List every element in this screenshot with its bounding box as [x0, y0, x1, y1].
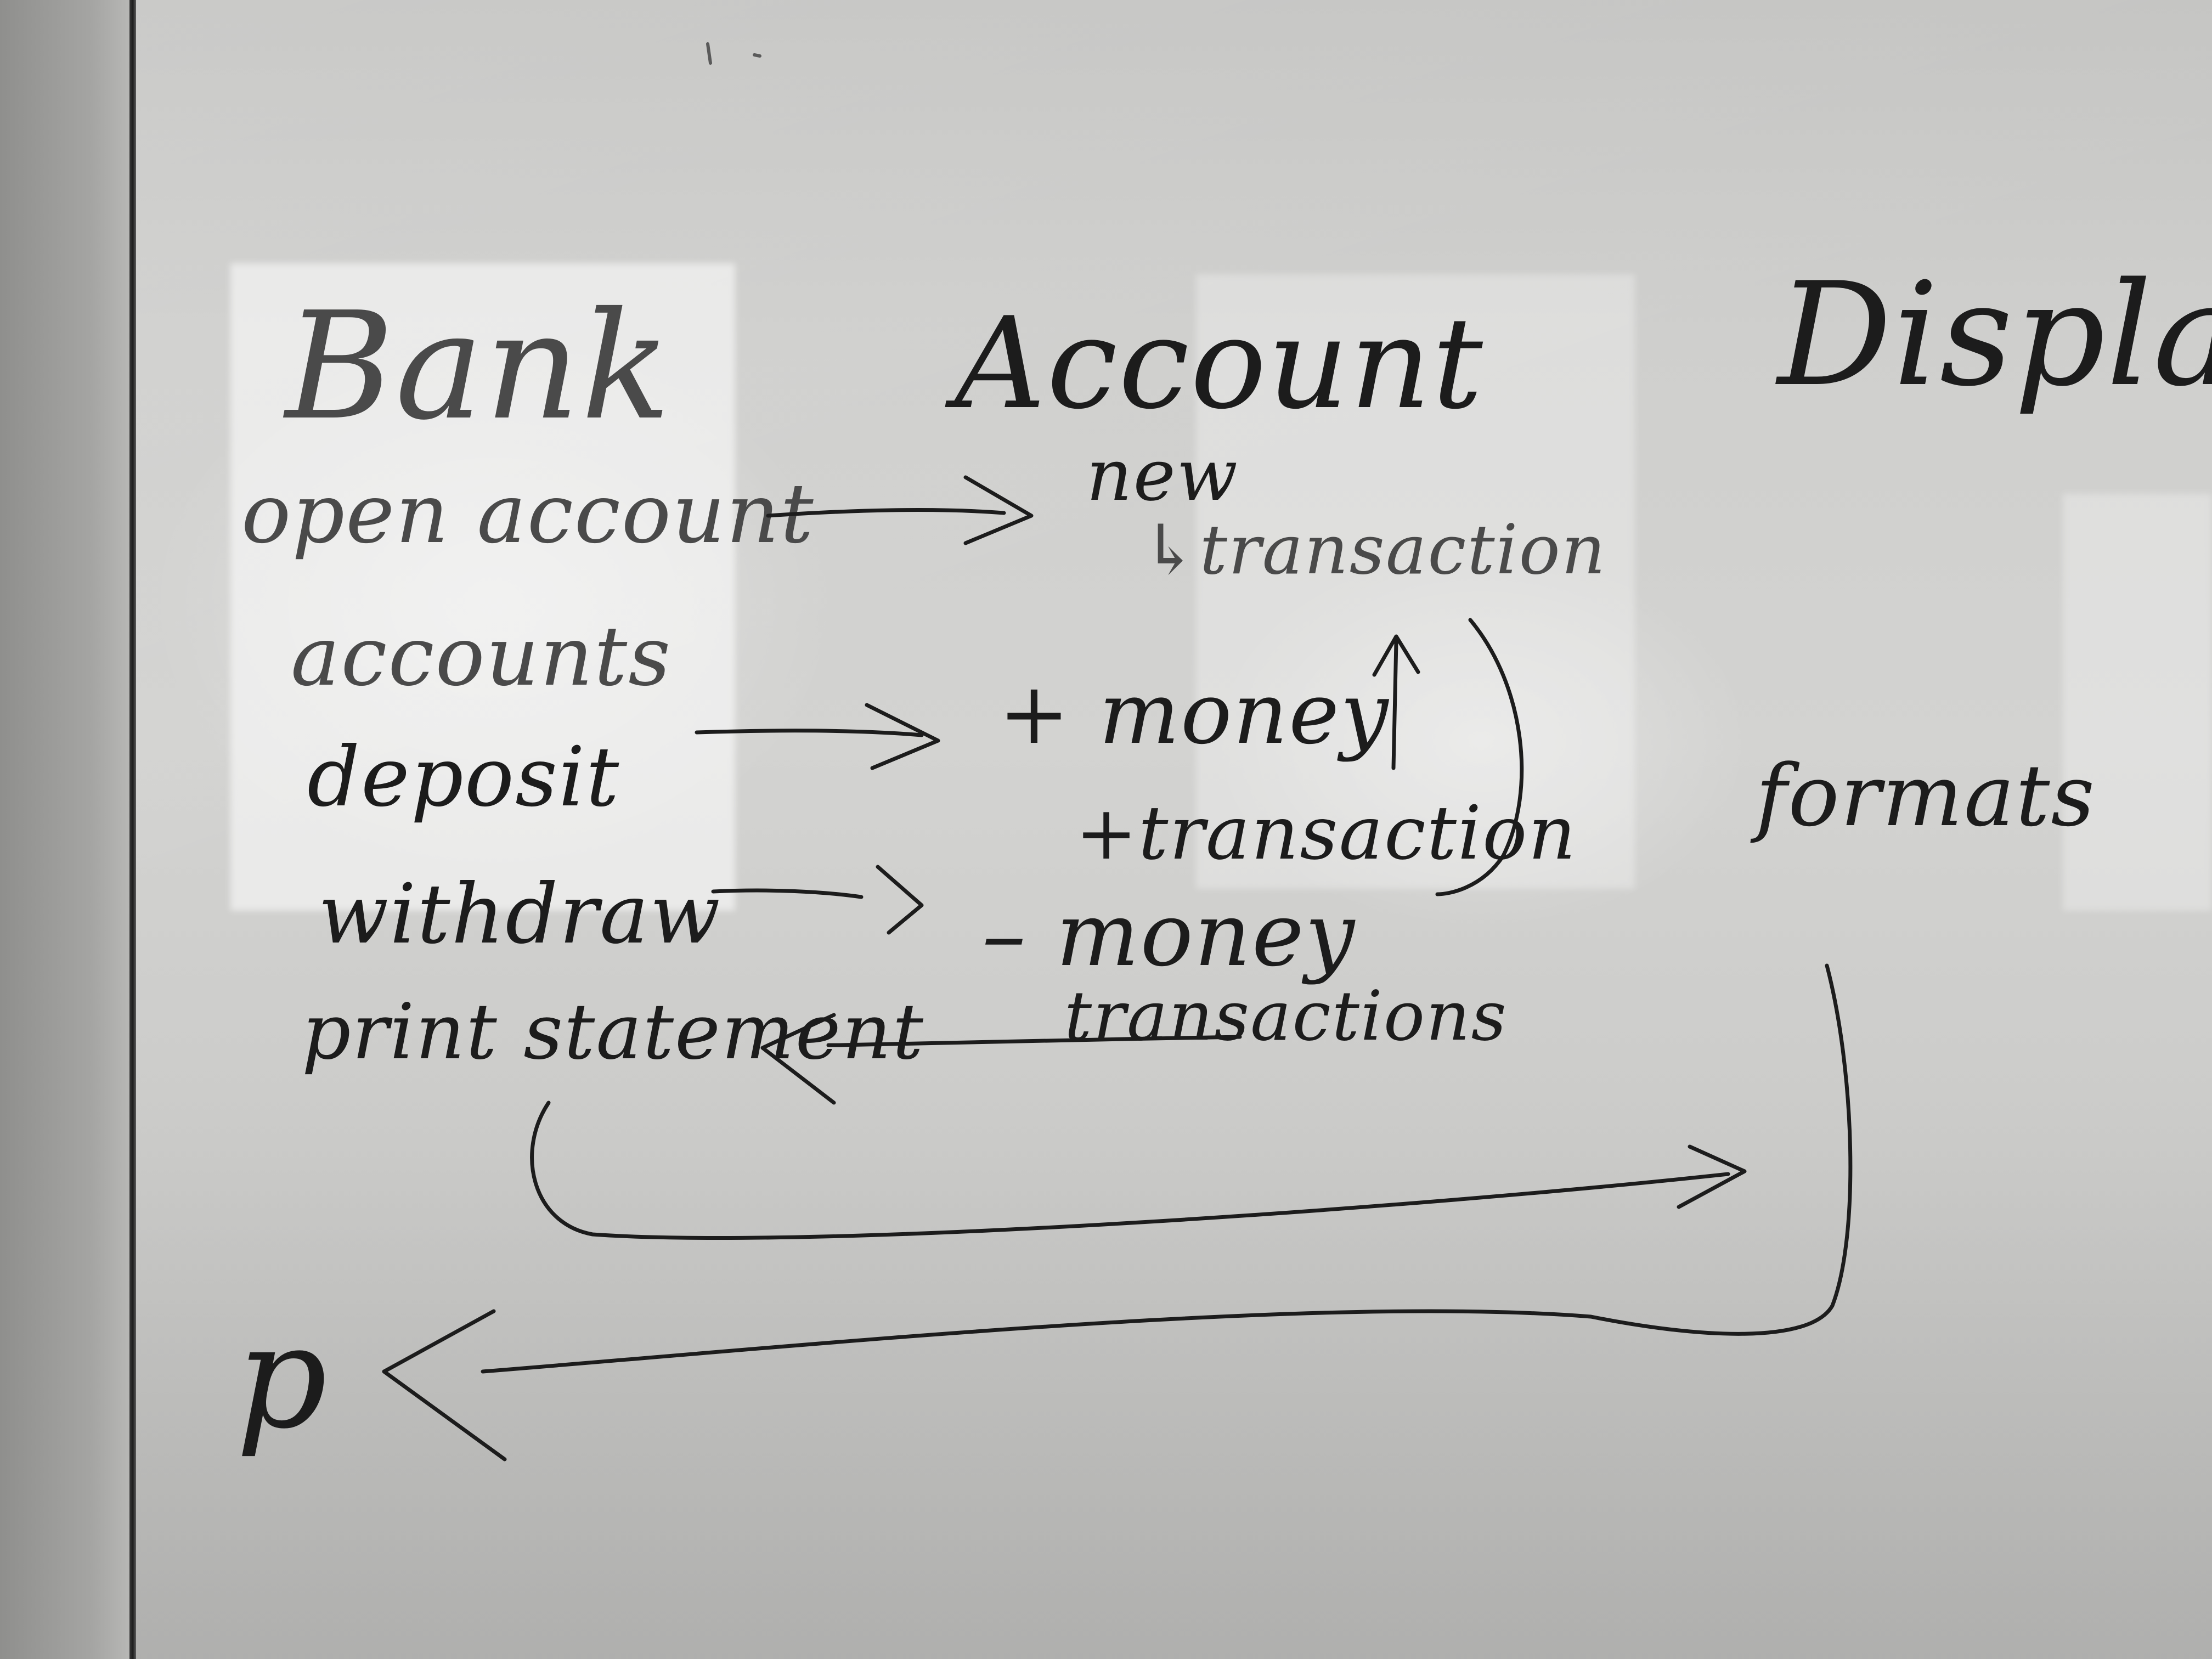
bracket-transaction	[1435, 618, 1524, 896]
bottom-left-p: p	[236, 1295, 329, 1460]
account-new: new	[1086, 433, 1239, 517]
account-plus-transaction: +transaction	[1075, 790, 1577, 876]
heading-account: Account	[955, 291, 1484, 437]
bank-withdraw: withdraw	[318, 867, 721, 962]
account-transactions: transactions	[1064, 977, 1508, 1056]
arrow-display-to-p	[382, 963, 1853, 1462]
top-marks	[706, 42, 761, 65]
account-new-transaction: ↳transaction	[1141, 510, 1607, 590]
display-formats: formats	[1756, 746, 2096, 845]
bank-deposit: deposit	[307, 730, 620, 825]
arrow-deposit-to-money	[695, 703, 940, 770]
window-reflection-center	[1196, 274, 1635, 889]
wall-left	[0, 0, 132, 1659]
arrow-transactions-to-statement	[760, 1013, 1242, 1105]
arrow-open-account-to-new	[766, 475, 1034, 545]
whiteboard-frame-edge	[129, 0, 136, 1659]
account-minus-money: – money	[982, 883, 1356, 986]
account-plus-money: + money	[998, 664, 1390, 763]
bank-print-statement: print statement	[302, 988, 924, 1077]
window-reflection-right	[2063, 494, 2212, 911]
arrow-statement-to-display	[530, 1101, 1747, 1240]
arrow-withdraw-to-money	[711, 865, 924, 935]
bank-open-account: open account	[241, 466, 815, 562]
heading-bank: Bank	[285, 280, 672, 453]
window-reflection-left	[230, 263, 735, 911]
bank-accounts: accounts	[291, 609, 672, 704]
arrow-up-to-transaction	[1372, 634, 1420, 770]
heading-display: Display	[1778, 252, 2212, 418]
